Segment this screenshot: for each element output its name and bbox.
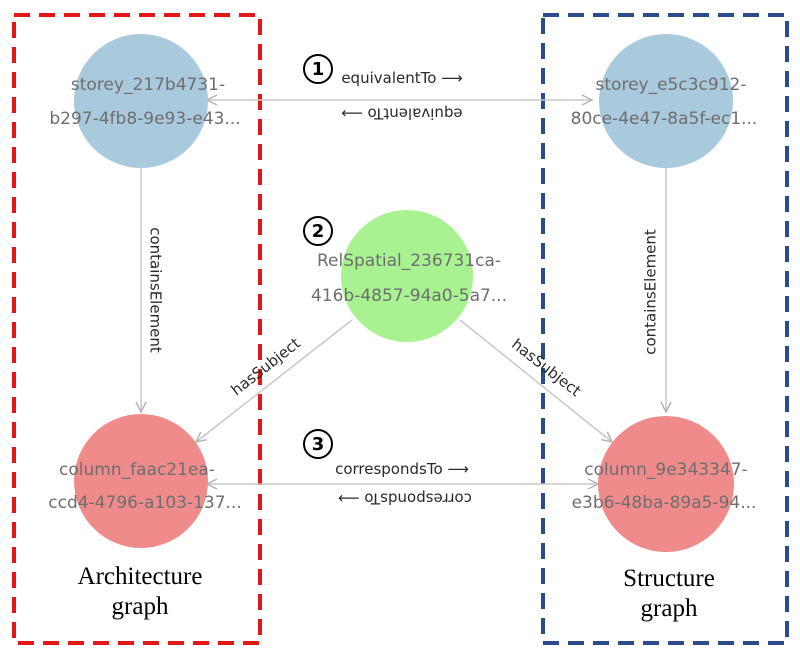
node-relspatial-label-line1: RelSpatial_236731ca- <box>317 251 501 271</box>
node-relspatial-label-line2: 416b-4857-94a0-5a7... <box>311 286 507 306</box>
architecture-group-label-line1: Architecture <box>78 563 203 590</box>
node-struct-storey[interactable] <box>599 34 733 168</box>
marker-3-number: 3 <box>312 434 325 455</box>
node-struct-storey-label-line2: 80ce-4e47-8a5f-ec1... <box>571 109 758 129</box>
node-arch-storey-label-line1: storey_217b4731- <box>71 75 225 95</box>
edge-label-corresponds-to-reverse: correspondsTo ⟶ <box>338 490 472 508</box>
marker-1-number: 1 <box>312 59 325 80</box>
edge-has-subject-left <box>196 319 353 442</box>
node-struct-column-label-line2: e3b6-48ba-89a5-94... <box>572 493 757 513</box>
node-arch-storey[interactable] <box>74 34 208 168</box>
node-struct-column[interactable] <box>598 416 734 552</box>
node-arch-column-label-line2: ccd4-4796-a103-137... <box>48 493 242 513</box>
structure-group-label-line1: Structure <box>623 565 715 592</box>
marker-2: 2 <box>303 216 333 246</box>
node-arch-column[interactable] <box>74 414 208 548</box>
edge-has-subject-right <box>459 319 612 442</box>
node-relspatial[interactable] <box>341 210 473 342</box>
structure-group-box <box>541 13 789 645</box>
architecture-group-label-line2: graph <box>112 593 169 620</box>
marker-3: 3 <box>303 429 333 459</box>
edge-label-equivalent-to-forward: equivalentTo ⟶ <box>341 69 462 87</box>
structure-group-label-line2: graph <box>641 595 698 622</box>
node-arch-column-label-line1: column_faac21ea- <box>59 460 215 480</box>
edge-label-corresponds-to-forward: correspondsTo ⟶ <box>335 460 469 478</box>
edge-label-contains-element-left: containsElement <box>147 227 165 353</box>
architecture-group-box <box>12 13 262 645</box>
edge-label-equivalent-to-reverse: equivalentTo ⟶ <box>341 105 462 123</box>
marker-2-number: 2 <box>312 221 325 242</box>
edge-label-contains-element-right: containsElement <box>642 229 660 355</box>
marker-1: 1 <box>303 54 333 84</box>
node-struct-storey-label-line1: storey_e5c3c912- <box>596 75 747 95</box>
node-arch-storey-label-line2: b297-4fb8-9e93-e43... <box>49 109 240 129</box>
node-struct-column-label-line1: column_9e343347- <box>584 460 747 480</box>
